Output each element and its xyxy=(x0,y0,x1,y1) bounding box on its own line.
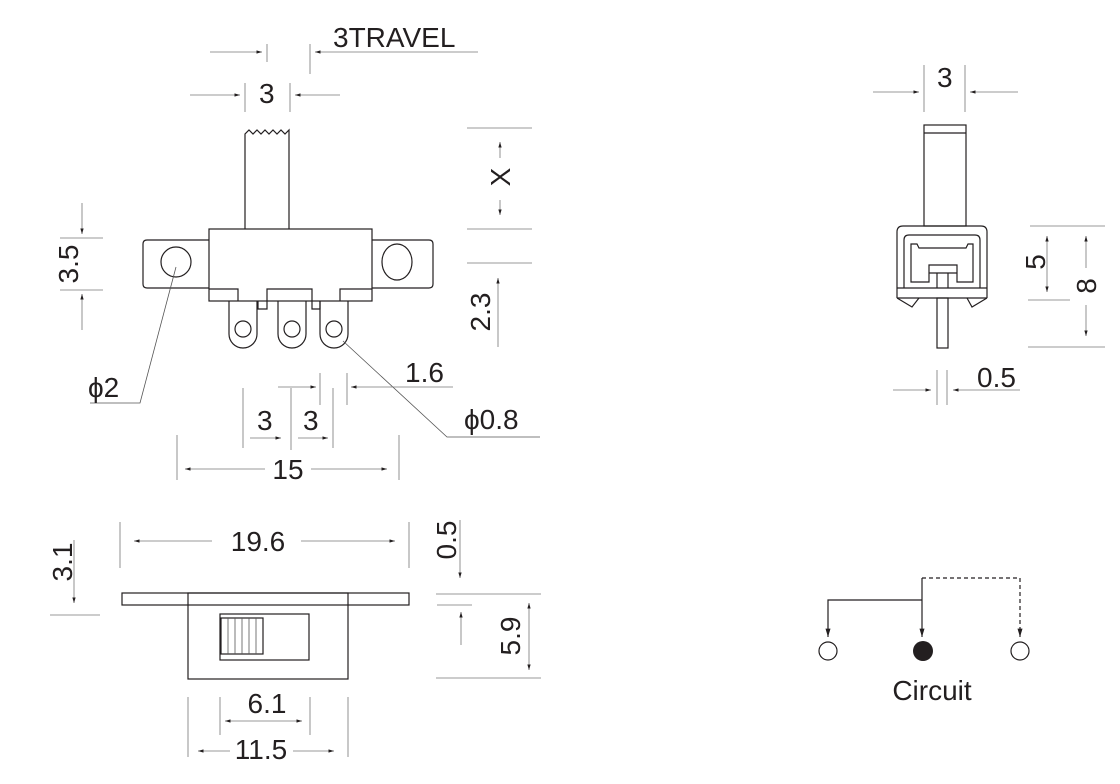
circuit-path-left xyxy=(825,599,922,637)
stem-height-label: 3.1 xyxy=(47,543,78,582)
window-width-label: 6.1 xyxy=(248,688,287,719)
side-pin xyxy=(936,297,949,349)
front-view: 19.6 0.5 3.1 5.9 6.1 11.5 xyxy=(47,520,541,765)
stem-width-label: 3 xyxy=(259,78,275,109)
actuator-stem xyxy=(244,128,290,229)
side-stem xyxy=(923,124,967,227)
hole-spacing-label: 15 xyxy=(272,454,303,485)
terminal-width-label: 1.6 xyxy=(405,357,444,388)
slider-window xyxy=(219,613,310,661)
circuit-label: Circuit xyxy=(892,675,972,706)
mount-hole-diameter-label: ϕ2 xyxy=(88,372,119,403)
side-view: 3 5 8 0.5 xyxy=(873,62,1105,405)
terminal xyxy=(319,301,349,349)
leader-line xyxy=(342,340,540,438)
side-total-height-label: 8 xyxy=(1071,278,1102,294)
pin-thickness-label: 0.5 xyxy=(977,362,1016,393)
housing-cavity xyxy=(910,243,974,283)
terminal-common xyxy=(913,641,933,661)
terminal-right xyxy=(1010,641,1030,661)
body-to-terminal-label: 2.3 xyxy=(465,293,496,332)
mounting-plate xyxy=(121,592,410,606)
travel-label: 3TRAVEL xyxy=(333,22,455,53)
front-body-width-label: 11.5 xyxy=(235,734,287,765)
actuator-length-label: X xyxy=(485,167,516,186)
terminal-hole xyxy=(283,320,301,338)
terminal-left xyxy=(818,641,838,661)
terminal-hole xyxy=(234,320,252,338)
terminal xyxy=(277,301,307,349)
plate-thickness-label: 0.5 xyxy=(431,521,462,560)
terminal-hole xyxy=(325,320,343,338)
switch-body xyxy=(208,228,373,302)
right-flange xyxy=(372,239,434,289)
overall-length-label: 19.6 xyxy=(231,526,286,557)
front-body-height-label: 5.9 xyxy=(495,617,526,656)
mount-hole xyxy=(160,246,192,278)
left-flange xyxy=(142,239,209,289)
body-step xyxy=(209,288,372,310)
side-body-height-label: 5 xyxy=(1020,254,1051,270)
leader-line xyxy=(90,266,177,404)
slider-knob xyxy=(220,617,264,655)
side-housing xyxy=(896,225,988,298)
terminal-hole-diameter-label: ϕ0.8 xyxy=(464,404,519,435)
housing-feet xyxy=(896,297,988,308)
mount-hole xyxy=(381,243,413,281)
front-body xyxy=(187,592,349,680)
pitch-2-label: 3 xyxy=(303,405,319,436)
top-view: 3TRAVEL 3 X xyxy=(53,22,540,485)
pitch-1-label: 3 xyxy=(257,405,273,436)
terminal xyxy=(228,301,258,349)
terminals xyxy=(228,301,349,349)
housing-inner xyxy=(903,234,981,288)
circuit-path-right-dashed xyxy=(922,577,1023,637)
circuit-diagram: Circuit xyxy=(818,577,1030,706)
side-stem-width-label: 3 xyxy=(937,62,953,93)
mount-hole-height-label: 3.5 xyxy=(53,245,84,284)
